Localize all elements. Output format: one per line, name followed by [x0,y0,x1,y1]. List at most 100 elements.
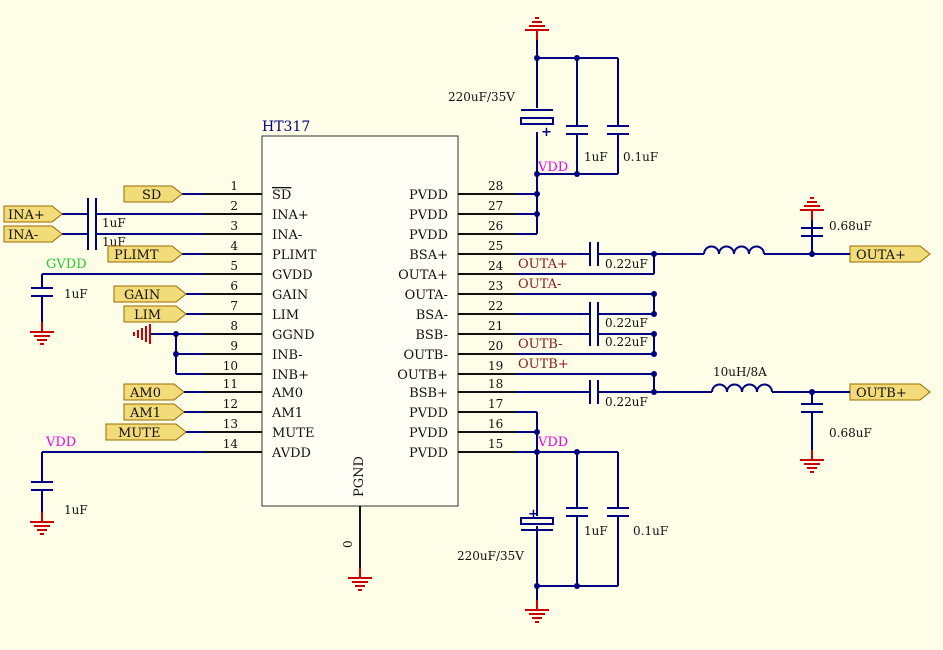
input-cap-a-value: 1uF [102,216,126,230]
pin-number-left: 10 [223,359,238,373]
pin-number-left: 14 [223,437,239,451]
pin-number-right: 21 [488,319,503,333]
svg-text:OUTA+: OUTA+ [856,248,906,263]
pin-number-left: 4 [230,239,238,253]
cap-bsb-plus-value: 0.22uF [605,395,648,409]
svg-text:INA+: INA+ [8,208,45,223]
pin-number-left: 11 [223,377,238,391]
pin-name-left: INB- [272,348,303,363]
pin-number-left: 2 [230,199,238,213]
pin-number-left: 12 [223,397,238,411]
svg-text:1uF: 1uF [64,503,88,517]
pin-number-right: 28 [488,179,503,193]
pin-name-right: OUTA+ [398,268,448,283]
svg-text:MUTE: MUTE [118,426,160,441]
chassis-ground-icon [133,324,151,344]
port-outb-plus: OUTB+ [849,383,931,401]
ground-symbol [347,567,373,591]
port-outa-plus: OUTA+ [849,245,931,263]
svg-text:INA-: INA- [8,228,38,243]
pin-number-right: 24 [488,259,504,273]
vdd-net-label-left: VDD [45,435,76,450]
pin-name-left: AM0 [271,386,303,401]
port-am1: AM1 [123,403,185,421]
cap-bottom-0-1uf-value: 0.1uF [633,524,668,538]
right-pins: 28PVDD27PVDD26PVDD25BSA+24OUTA+23OUTA-22… [397,179,516,461]
cap-outb [800,403,824,413]
pin-name-left: AVDD [271,446,311,461]
right-wiring [516,57,850,600]
pin-name-left: LIM [272,308,299,323]
inductor-outb [711,383,773,393]
svg-text:1uF: 1uF [64,287,88,301]
cap-bottom-1uf-value: 1uF [584,524,608,538]
pin-number-right: 26 [488,219,503,233]
inductor-outb-value: 10uH/8A [713,365,767,379]
cap-top-0-1uf-value: 0.1uF [623,150,658,164]
svg-text:LIM: LIM [134,308,161,323]
junctions [534,55,815,589]
vdd-net-label-bottom: VDD [537,435,568,450]
port-sd: SD [123,185,183,203]
ground-symbol-outa [799,197,825,221]
pin-name-left: INA+ [272,208,309,223]
cap-bsb-minus [589,321,599,347]
gvdd-capacitor: 1uF [29,287,88,345]
left-wiring [41,193,204,512]
cap-bsb-minus-value: 0.22uF [605,335,648,349]
cap-top-0-1uf [606,125,630,135]
pgnd-label: PGND [352,456,367,497]
avdd-capacitor: 1uF [29,481,88,535]
port-am0: AM0 [123,383,185,401]
pin-name-right: BSA- [416,308,448,323]
pin-name-left: GVDD [272,268,313,283]
pin-name-left: GGND [272,328,315,343]
pin-number-left: 6 [230,279,238,293]
port-ina-plus: INA+ [3,205,63,223]
bulk-capacitor-bottom: + [520,507,554,531]
pin-name-right: OUTB- [404,348,448,363]
cap-bsa-minus [589,301,599,327]
pin-name-right: PVDD [409,228,448,243]
pin-number-right: 15 [488,437,503,451]
pin-name-left: PLIMT [272,248,317,263]
svg-text:GAIN: GAIN [124,288,160,303]
gvdd-net-label: GVDD [46,257,87,272]
pin-name-right: OUTA- [405,288,448,303]
pin-name-left: MUTE [272,426,314,441]
svg-text:AM1: AM1 [129,406,161,421]
net-label-outb-minus: OUTB- [518,337,562,352]
cap-outb-value: 0.68uF [829,426,872,440]
ic-body: HT317 PGND 0 [261,119,459,591]
svg-text:PLIMT: PLIMT [114,248,159,263]
cap-bottom-1uf [565,507,589,517]
port-ina-minus: INA- [3,225,63,243]
net-label-outb-plus: OUTB+ [518,357,569,372]
pin-number-left: 5 [230,259,238,273]
net-label-outa-plus: OUTA+ [518,257,568,272]
pin-name-right: OUTB+ [397,368,448,383]
svg-text:SD: SD [142,188,161,203]
pin-name-right: BSB- [415,328,448,343]
cap-bsa-plus [589,241,599,267]
pin-name-left: SD [272,188,291,203]
cap-bsa-plus-value: 0.22uF [605,257,648,271]
pin-number-left: 3 [230,219,238,233]
pin-number-left: 9 [230,339,238,353]
pin-name-left: AM1 [271,406,303,421]
cap-bsb-plus [589,379,599,405]
svg-text:+: + [528,507,539,522]
pin-number-right: 17 [488,397,503,411]
pin-number-right: 22 [488,299,503,313]
bulk-capacitor-top: + [520,109,554,140]
pin-number-right: 18 [488,377,503,391]
vdd-net-label-top: VDD [537,160,568,175]
cap-top-1uf [565,125,589,135]
pin-number-right: 19 [488,359,503,373]
chip-name: HT317 [262,119,310,135]
pin-name-left: GAIN [272,288,308,303]
pin-number-right: 23 [488,279,503,293]
svg-text:OUTB+: OUTB+ [856,386,907,401]
cap-bsa-minus-value: 0.22uF [605,316,648,330]
